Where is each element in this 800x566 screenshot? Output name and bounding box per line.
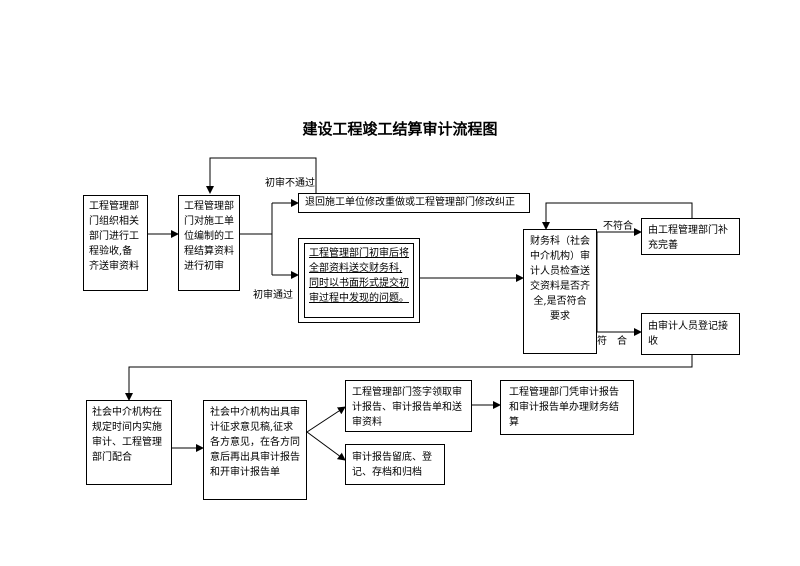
page-title: 建设工程竣工结算审计流程图 [302,120,498,138]
step-register-receive: 由审计人员登记接收 [641,313,740,355]
step-return-revise: 退回施工单位修改重做或工程管理部门修改纠正 [298,193,530,213]
arrow-to-b11 [306,431,346,461]
step-return-revise-text: 退回施工单位修改重做或工程管理部门修改纠正 [305,197,515,208]
loop-b6-b5 [542,202,693,230]
step-initial-review: 工程管理部门对施工单位编制的工程结算资料进行初审 [178,195,240,291]
step-agency-audit-text: 社会中介机构在规定时间内实施审计、工程管理部门配合 [92,407,162,463]
step-collect-report: 工程管理部门签字领取审计报告、审计报告单和送审资料 [345,380,472,432]
step-submit-finance-inner: 工程管理部门初审后将全部资料送交财务科,同时以书面形式提交初审过程中发现的问题。 [304,243,414,318]
step-acceptance-text: 工程管理部门组织相关部门进行工程验收,备齐送审资料 [89,201,139,272]
step-supplement: 由工程管理部门补充完善 [641,218,740,255]
step-initial-review-text: 工程管理部门对施工单位编制的工程结算资料进行初审 [184,201,234,272]
label-review-passed: 初审通过 [253,290,293,301]
loop-b3-b2 [206,157,317,194]
arrow-to-b6 [596,228,642,262]
step-archive-text: 审计报告留底、登记、存档和归档 [352,452,432,478]
label-nonconforming: 不符合 [603,221,633,232]
label-review-failed: 初审不通过 [265,178,315,189]
step-register-receive-text: 由审计人员登记接收 [648,321,728,347]
step-settlement: 工程管理部门凭审计报告和审计报告单办理财务结算 [500,380,634,435]
step-draft-report-text: 社会中介机构出具审计征求意见稿,征求各方意见，在各方同意后再出具审计报告和开审计… [210,407,300,478]
step-archive: 审计报告留底、登记、存档和归档 [345,444,445,485]
arrow-to-b10 [306,406,346,433]
arrow-b7-b8 [125,355,693,401]
step-collect-report-text: 工程管理部门签字领取审计报告、审计报告单和送审资料 [352,387,462,428]
step-finance-check-text: 财务科（社会中介机构）审计人员检查送交资料是否齐全,是否符合要求 [530,236,590,322]
step-acceptance: 工程管理部门组织相关部门进行工程验收,备齐送审资料 [83,195,148,291]
step-settlement-text: 工程管理部门凭审计报告和审计报告单办理财务结算 [509,387,619,428]
step-supplement-text: 由工程管理部门补充完善 [648,225,728,251]
step-draft-report: 社会中介机构出具审计征求意见稿,征求各方意见，在各方同意后再出具审计报告和开审计… [203,400,307,500]
step-submit-finance: 工程管理部门初审后将全部资料送交财务科,同时以书面形式提交初审过程中发现的问题。 [298,238,420,323]
step-submit-finance-text: 工程管理部门初审后将全部资料送交财务科,同时以书面形式提交初审过程中发现的问题。 [309,248,409,304]
label-conforming: 符 合 [597,336,627,347]
step-finance-check: 财务科（社会中介机构）审计人员检查送交资料是否齐全,是否符合要求 [523,229,597,354]
step-agency-audit: 社会中介机构在规定时间内实施审计、工程管理部门配合 [86,400,172,485]
